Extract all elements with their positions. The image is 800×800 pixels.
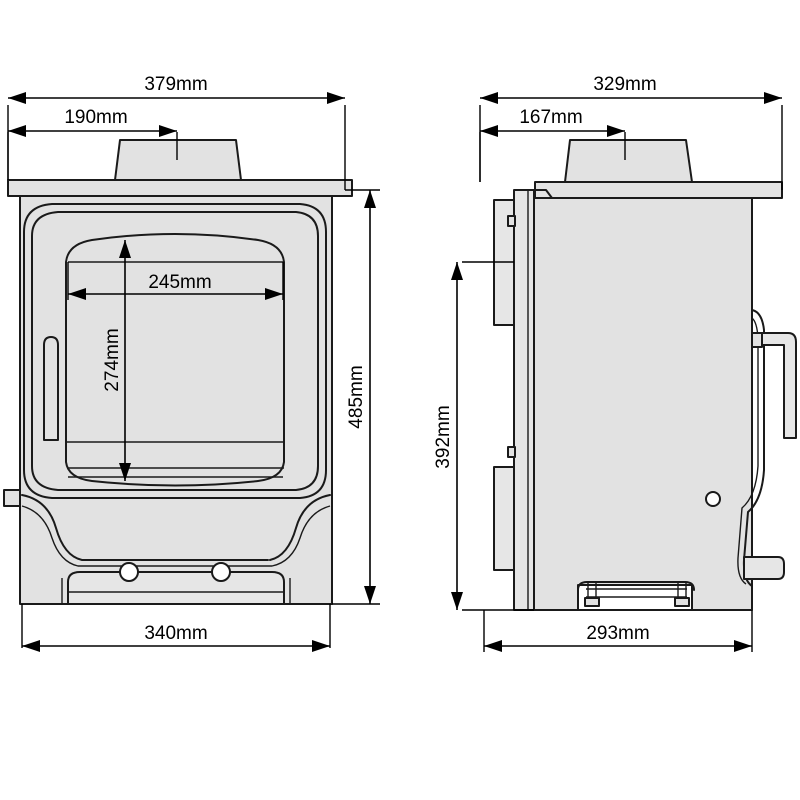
front-door-inner [31,211,319,491]
dim-190: 190mm [7,107,178,180]
front-door-outer [23,203,327,499]
side-air-lever [743,556,785,580]
front-skirt-inner [21,505,331,567]
front-left-air-tab [3,489,21,507]
front-glass-window [65,233,285,487]
side-door-profile-inner [737,317,759,585]
dim-340-label: 340mm [144,623,207,644]
front-flue-collar [114,139,242,181]
side-flue-collar [564,139,693,183]
side-rear-lower-flange [493,466,515,571]
side-base-bolt-left [584,582,600,607]
dim-293-label: 293mm [586,623,649,644]
front-ashpan-knob-left [119,562,139,582]
dim-340: 340mm [21,604,331,652]
front-skirt-right [269,494,331,561]
dim-167-label: 167mm [519,107,582,128]
front-skirt-left [21,494,269,561]
dim-485-label: 485mm [346,365,367,428]
front-ashpan-knob-right [211,562,231,582]
side-back-plate [513,189,535,611]
side-rear-bolt-upper [507,215,516,227]
side-body-hole [705,491,721,507]
front-door-handle [43,336,59,441]
dim-274: 274mm [102,240,131,481]
side-handle [759,332,797,439]
dim-392-label: 392mm [433,405,454,468]
dim-329-label: 329mm [593,74,656,95]
dim-167: 167mm [479,107,626,182]
side-top-plate [534,181,783,199]
dim-274-label: 274mm [102,328,123,391]
side-handle-root [751,332,763,348]
side-elevation-view: 329mm 167mm 392mm 293mm [433,74,797,652]
side-rear-bolt-lower [507,446,516,458]
dim-245-label: 245mm [148,272,211,293]
front-elevation-view: 379mm 190mm 245mm 274mm [3,74,380,652]
dim-329: 329mm [479,74,783,190]
front-ashpan [67,571,285,605]
side-top-notch [533,189,553,199]
dim-392: 392mm [433,261,534,611]
front-top-plate [7,179,353,197]
dim-293: 293mm [483,610,753,652]
side-body [533,197,753,611]
dim-245: 245mm [67,262,284,300]
side-base-rail [577,581,695,591]
side-base-bolt-right [674,582,690,607]
dim-379-label: 379mm [144,74,207,95]
dim-485: 485mm [332,189,380,605]
dim-190-label: 190mm [64,107,127,128]
